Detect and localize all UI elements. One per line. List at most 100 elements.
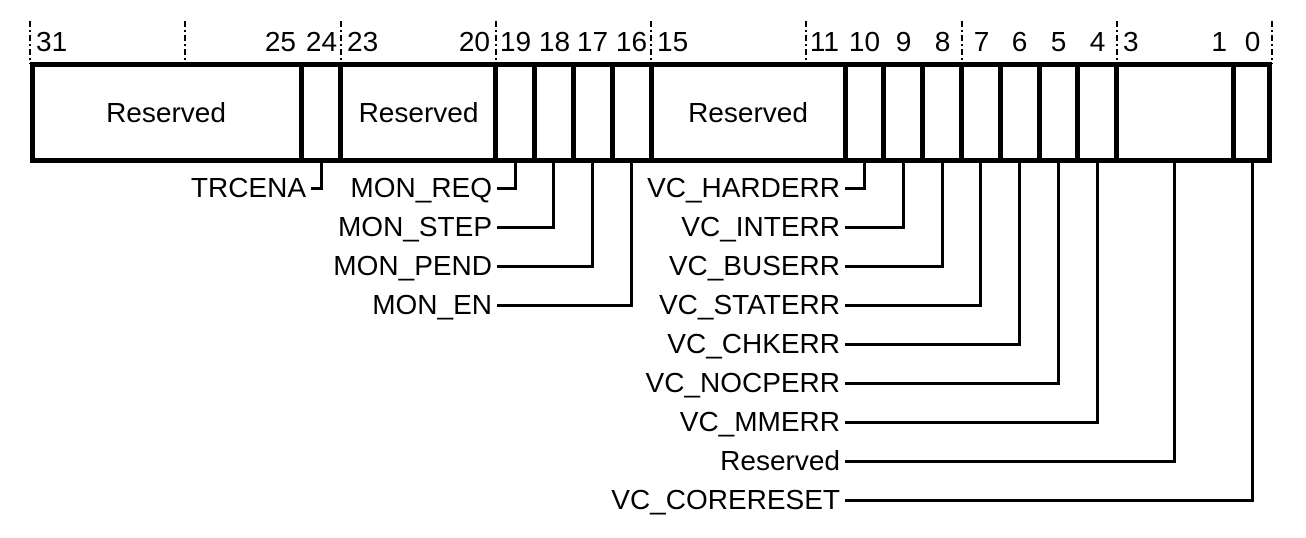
field-cell-6	[1000, 62, 1039, 163]
field-divider	[843, 66, 848, 159]
field-cell-5	[1039, 62, 1078, 163]
bit-number-11: 11	[809, 26, 839, 57]
nibble-tick	[961, 21, 963, 64]
callout-label-vc-harderr: VC_HARDERR	[647, 172, 840, 203]
leader-vertical-mon-en	[630, 158, 633, 307]
callout-label-trcena: TRCENA	[190, 172, 306, 203]
nibble-tick	[1271, 21, 1273, 64]
field-divider	[610, 66, 615, 159]
callout-label-mon-step: MON_STEP	[337, 211, 492, 242]
field-cell-24	[302, 62, 341, 163]
leader-horizontal-vc-mmerr	[845, 421, 1099, 424]
bit-number-16: 16	[615, 26, 648, 57]
field-label-31-25: Reserved	[106, 97, 226, 128]
leader-vertical-reserved	[1173, 158, 1176, 463]
bit-number-5: 5	[1050, 26, 1067, 57]
leader-horizontal-trcena	[311, 187, 323, 190]
bit-number-15: 15	[657, 26, 689, 57]
field-cell-0	[1233, 62, 1272, 163]
nibble-tick	[650, 21, 652, 64]
callout-label-vc-mmerr: VC_MMERR	[679, 406, 840, 437]
bit-number-0: 0	[1244, 26, 1261, 57]
bit-number-7: 7	[973, 26, 990, 57]
leader-horizontal-mon-req	[497, 187, 517, 190]
leader-vertical-vc-staterr	[979, 158, 982, 307]
field-divider	[998, 66, 1003, 159]
leader-vertical-vc-mmerr	[1096, 158, 1099, 424]
field-divider	[1075, 66, 1080, 159]
leader-horizontal-vc-chkerr	[845, 343, 1021, 346]
nibble-tick	[340, 21, 342, 64]
field-cell-18	[535, 62, 574, 163]
callout-label-mon-pend: MON_PEND	[333, 250, 492, 281]
leader-horizontal-mon-en	[497, 304, 633, 307]
field-cell-9	[884, 62, 923, 163]
field-cell-7	[962, 62, 1001, 163]
field-cell-17	[573, 62, 612, 163]
bit-number-19: 19	[499, 26, 532, 57]
nibble-tick	[805, 21, 807, 64]
bit-number-4: 4	[1089, 26, 1106, 57]
field-divider	[1037, 66, 1042, 159]
callout-label-vc-chkerr: VC_CHKERR	[667, 328, 840, 359]
field-divider	[299, 66, 304, 159]
leader-vertical-vc-buserr	[941, 158, 944, 268]
callout-label-vc-corereset: VC_CORERESET	[611, 484, 840, 515]
bit-number-6: 6	[1011, 26, 1028, 57]
leader-horizontal-mon-step	[497, 226, 555, 229]
field-label-15-11: Reserved	[688, 97, 808, 128]
field-cell-10	[845, 62, 884, 163]
field-cell-16	[612, 62, 651, 163]
field-cell-4	[1078, 62, 1117, 163]
nibble-tick	[495, 21, 497, 64]
leader-vertical-mon-req	[514, 158, 517, 190]
bit-number-3: 3	[1123, 26, 1139, 57]
callout-label-vc-staterr: VC_STATERR	[659, 289, 840, 320]
callout-label-vc-interr: VC_INTERR	[681, 211, 840, 242]
leader-vertical-vc-interr	[902, 158, 905, 229]
leader-vertical-vc-harderr	[863, 158, 866, 190]
field-divider	[1231, 66, 1236, 159]
field-cell-3-1	[1117, 62, 1233, 163]
field-cell-8	[923, 62, 962, 163]
field-cell-19	[496, 62, 535, 163]
field-divider	[338, 66, 343, 159]
leader-vertical-mon-step	[552, 158, 555, 229]
field-divider	[493, 66, 498, 159]
field-divider	[649, 66, 654, 159]
nibble-tick	[184, 21, 186, 64]
bit-number-31: 31	[36, 26, 68, 57]
bit-number-23: 23	[347, 26, 379, 57]
callout-label-reserved: Reserved	[720, 445, 840, 476]
bit-number-18: 18	[538, 26, 571, 57]
leader-vertical-vc-chkerr	[1018, 158, 1021, 346]
bit-number-20: 20	[458, 26, 490, 57]
field-divider	[1114, 66, 1119, 159]
bit-number-9: 9	[895, 26, 912, 57]
field-label-23-20: Reserved	[358, 97, 479, 128]
bit-number-24: 24	[305, 26, 338, 57]
callout-label-vc-buserr: VC_BUSERR	[668, 250, 840, 281]
leader-vertical-vc-corereset	[1251, 158, 1254, 502]
bit-number-17: 17	[576, 26, 609, 57]
callout-label-mon-en: MON_EN	[372, 289, 492, 320]
field-divider	[920, 66, 925, 159]
leader-vertical-vc-nocperr	[1057, 158, 1060, 385]
leader-horizontal-vc-corereset	[845, 499, 1254, 502]
field-divider	[881, 66, 886, 159]
callout-label-vc-nocperr: VC_NOCPERR	[645, 367, 840, 398]
leader-horizontal-vc-staterr	[845, 304, 982, 307]
callout-label-mon-req: MON_REQ	[350, 172, 492, 203]
nibble-tick	[29, 21, 31, 64]
leader-vertical-trcena	[320, 158, 323, 190]
field-divider	[959, 66, 964, 159]
bit-number-10: 10	[848, 26, 881, 57]
bit-number-1: 1	[1211, 26, 1227, 57]
nibble-tick	[1116, 21, 1118, 64]
leader-horizontal-vc-buserr	[845, 265, 944, 268]
bit-number-25: 25	[264, 26, 296, 57]
field-divider	[571, 66, 576, 159]
leader-horizontal-vc-nocperr	[845, 382, 1060, 385]
leader-horizontal-mon-pend	[497, 265, 594, 268]
